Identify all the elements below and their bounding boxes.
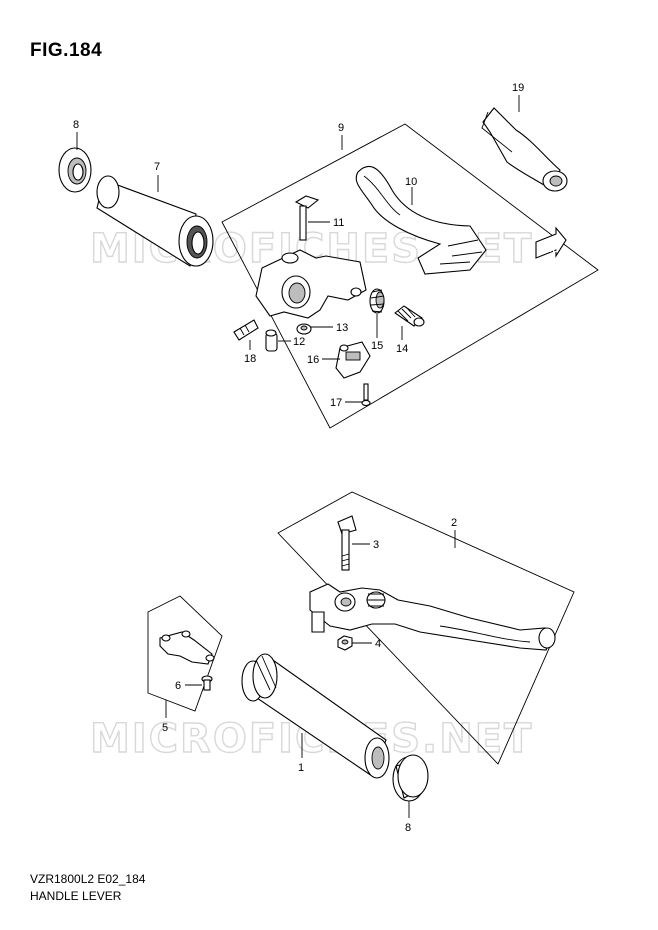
adjusting-bolt (394, 305, 425, 327)
callout-14: 14 (396, 343, 408, 355)
callout-8-upper: 8 (73, 119, 79, 131)
callout-17: 17 (330, 397, 342, 409)
nut-4 (337, 635, 353, 651)
adjuster-dial (369, 288, 385, 314)
assembly-box-upper (221, 123, 599, 429)
callout-10: 10 (405, 176, 417, 188)
callout-4: 4 (375, 638, 381, 650)
callout-1: 1 (298, 762, 304, 774)
callout-12: 12 (293, 336, 305, 348)
fwd-badge-text: FWD (540, 245, 558, 254)
lever-holder (255, 249, 367, 319)
callout-16: 16 (307, 354, 319, 366)
spacer-12 (265, 329, 278, 352)
callout-5: 5 (162, 722, 168, 734)
fwd-arrow-icon: FWD (535, 226, 567, 259)
callout-9: 9 (338, 122, 344, 134)
callout-15: 15 (371, 340, 383, 352)
screw-18 (233, 319, 259, 341)
model-code: VZR1800L2 E02_184 (30, 872, 146, 886)
pivot-bolt-3 (337, 515, 357, 571)
callout-3: 3 (373, 539, 379, 551)
throttle-grip (241, 653, 390, 779)
clutch-switch-16 (335, 341, 371, 379)
callout-18: 18 (244, 353, 256, 365)
brake-switch-5 (159, 630, 215, 665)
callout-13: 13 (336, 322, 348, 334)
grip-tube-upper (96, 175, 214, 267)
callout-7: 7 (154, 161, 160, 173)
brake-lever-assembly (309, 583, 556, 651)
assembly-box-lower (277, 491, 575, 765)
nut-13 (296, 323, 312, 335)
grip-end-cap (392, 754, 429, 802)
ring-part-upper (58, 147, 92, 193)
cable-cover (481, 107, 568, 192)
callout-6: 6 (175, 680, 181, 692)
callout-11: 11 (333, 217, 344, 229)
figure-title: FIG.184 (30, 40, 103, 61)
pivot-bolt (294, 195, 320, 241)
callout-19: 19 (512, 82, 524, 94)
diagram-name: HANDLE LEVER (30, 889, 122, 903)
screw-6 (201, 675, 213, 691)
assembly-box-switch (147, 595, 223, 712)
clutch-lever (355, 166, 487, 275)
screw-17 (361, 383, 371, 407)
callout-2: 2 (451, 517, 457, 529)
callout-8-lower: 8 (405, 822, 411, 834)
